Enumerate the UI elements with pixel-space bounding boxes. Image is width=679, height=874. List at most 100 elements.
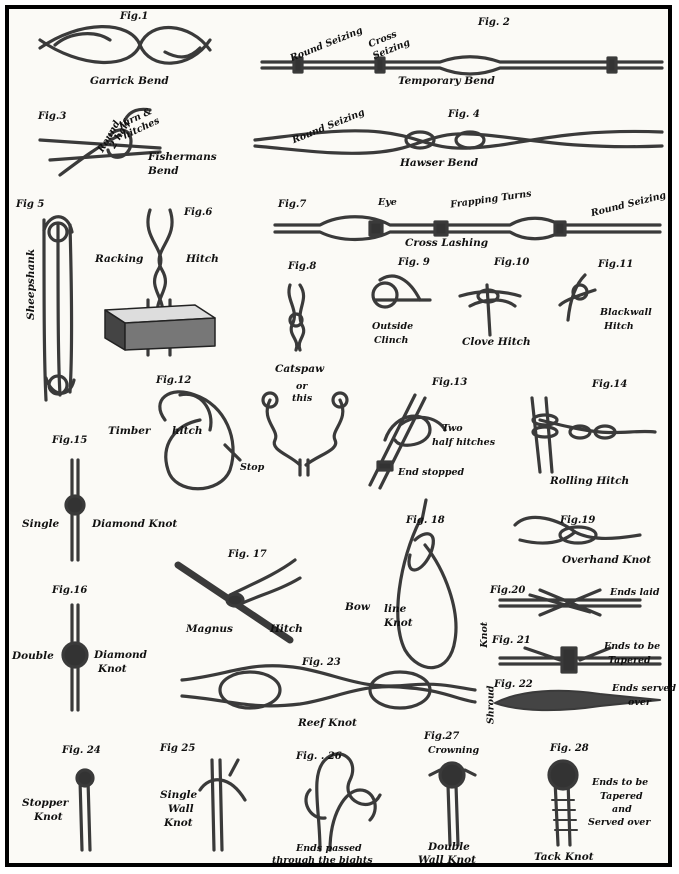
fig14-number: Fig.14	[592, 380, 627, 390]
fig16-label-c: Knot	[98, 664, 127, 675]
fig16-number: Fig.16	[52, 586, 87, 596]
fig25-label-3: Knot	[164, 818, 193, 829]
fig15-number: Fig.15	[52, 436, 87, 446]
fig27-label-1: Double	[428, 842, 470, 853]
fig16-double-diamond-rope	[63, 605, 87, 710]
fig28-number: Fig. 28	[550, 744, 589, 754]
fig1-number: Fig.1	[120, 12, 148, 22]
fig18-number: Fig. 18	[406, 516, 445, 526]
fig19-number: Fig.19	[560, 516, 595, 526]
fig13-two: Two	[442, 424, 463, 434]
fig12-or: or	[296, 382, 307, 392]
fig12-label-b: hitch	[172, 426, 203, 437]
fig23-reef-knot-rope	[182, 666, 475, 708]
fig1-label: Garrick Bend	[90, 76, 169, 87]
fig17-label-b: Hitch	[270, 624, 303, 635]
fig22-number: Fig. 22	[494, 680, 533, 690]
fig11-blackwall-hitch-rope	[560, 275, 595, 320]
fig21-note-1: Ends to be	[604, 642, 660, 652]
fig11-number: Fig.11	[598, 260, 633, 270]
fig26-bights-rope	[306, 754, 380, 850]
fig12-number: Fig.12	[156, 376, 191, 386]
fig27-label-2: Wall Knot	[418, 855, 476, 866]
fig3-number: Fig.3	[38, 112, 66, 122]
fig27-note: Crowning	[428, 746, 479, 756]
fig16-label-b: Diamond	[94, 650, 147, 661]
fig1-garrick-bend-rope	[40, 27, 210, 64]
fig2-temporary-bend-rope	[262, 57, 662, 74]
fig24-label-1: Stopper	[22, 798, 68, 809]
fig25-label-1: Single	[160, 790, 197, 801]
fig28-note-4: Served over	[588, 818, 650, 828]
fig10-number: Fig.10	[494, 258, 529, 268]
fig15-label-b: Diamond Knot	[92, 519, 177, 530]
fig21-number: Fig. 21	[492, 636, 531, 646]
fig18-label-a: Bow	[345, 602, 370, 613]
fig17-number: Fig. 17	[228, 550, 267, 560]
fig24-number: Fig. 24	[62, 746, 101, 756]
fig24-label-2: Knot	[34, 812, 63, 823]
fig12-timber-hitch-rope	[160, 392, 240, 489]
fig13-half: half hitches	[432, 438, 495, 448]
fig23-number: Fig. 23	[302, 658, 341, 668]
fig6-label-b: Hitch	[186, 254, 219, 265]
fig11-label-1: Blackwall	[600, 308, 652, 318]
fig10-label: Clove Hitch	[462, 337, 531, 348]
fig20-number: Fig.20	[490, 586, 525, 596]
fig26-label-1: Ends passed	[296, 844, 362, 854]
fig12-label-a: Timber	[108, 426, 150, 437]
fig9-label-2: Clinch	[374, 336, 408, 346]
fig4-label: Hawser Bend	[400, 158, 478, 169]
fig22-note-1: Ends served	[612, 684, 676, 694]
fig3-label-1: Fishermans	[148, 152, 217, 163]
fig3-label-2: Bend	[148, 166, 179, 177]
fig20-note: Ends laid	[610, 588, 659, 598]
fig23-label: Reef Knot	[298, 718, 357, 729]
fig25-number: Fig 25	[160, 744, 195, 754]
fig21-side-shroud: Shroud	[487, 685, 497, 724]
fig13-number: Fig.13	[432, 378, 467, 388]
fig7-number: Fig.7	[278, 200, 306, 210]
fig14-rolling-hitch-rope	[532, 398, 655, 472]
fig17-label-a: Magnus	[186, 624, 233, 635]
fig16-label-a: Double	[12, 651, 54, 662]
fig11-label-2: Hitch	[604, 322, 634, 332]
fig12-alt-rope	[263, 393, 347, 475]
fig10-clove-hitch-rope	[460, 285, 520, 335]
fig28-tack-knot-rope	[549, 761, 577, 845]
fig22-note-2: over	[628, 698, 651, 708]
fig27-number: Fig.27	[424, 732, 459, 742]
fig21-note-2: Tapered	[608, 656, 651, 666]
fig5-sheepshank-rope	[44, 217, 74, 400]
fig6-block	[105, 305, 215, 350]
fig27-double-wall-rope	[430, 763, 475, 845]
fig9-label-1: Outside	[372, 322, 413, 332]
fig6-number: Fig.6	[184, 208, 212, 218]
fig9-outside-clinch-rope	[373, 276, 430, 307]
fig8-catspaw-rope	[289, 285, 304, 350]
fig21-side-knot: Knot	[480, 622, 490, 648]
fig7-label: Cross Lashing	[405, 238, 488, 249]
fig15-label-a: Single	[22, 519, 59, 530]
fig28-note-1: Ends to be	[592, 778, 648, 788]
fig8-number: Fig.8	[288, 262, 316, 272]
fig18-label-c: Knot	[384, 618, 413, 629]
fig25-single-wall-rope	[200, 760, 245, 850]
fig26-number: Fig. . 26	[296, 752, 342, 762]
fig14-label: Rolling Hitch	[550, 476, 629, 487]
fig19-label: Overhand Knot	[562, 555, 651, 566]
fig7-eye: Eye	[378, 198, 397, 208]
fig25-label-2: Wall	[168, 804, 194, 815]
fig5-number: Fig 5	[16, 200, 44, 210]
fig28-note-2: Tapered	[600, 792, 643, 802]
fig28-note-3: and	[612, 805, 632, 815]
fig6-label-a: Racking	[95, 254, 143, 265]
fig9-number: Fig. 9	[398, 258, 430, 268]
fig4-number: Fig. 4	[448, 110, 480, 120]
fig15-single-diamond-rope	[66, 460, 84, 560]
fig24-stopper-rope	[77, 770, 93, 850]
fig13-end: End stopped	[398, 468, 464, 478]
fig18-label-b: line	[384, 604, 406, 615]
fig12-stop: Stop	[240, 463, 264, 473]
fig12-this: this	[292, 394, 312, 404]
